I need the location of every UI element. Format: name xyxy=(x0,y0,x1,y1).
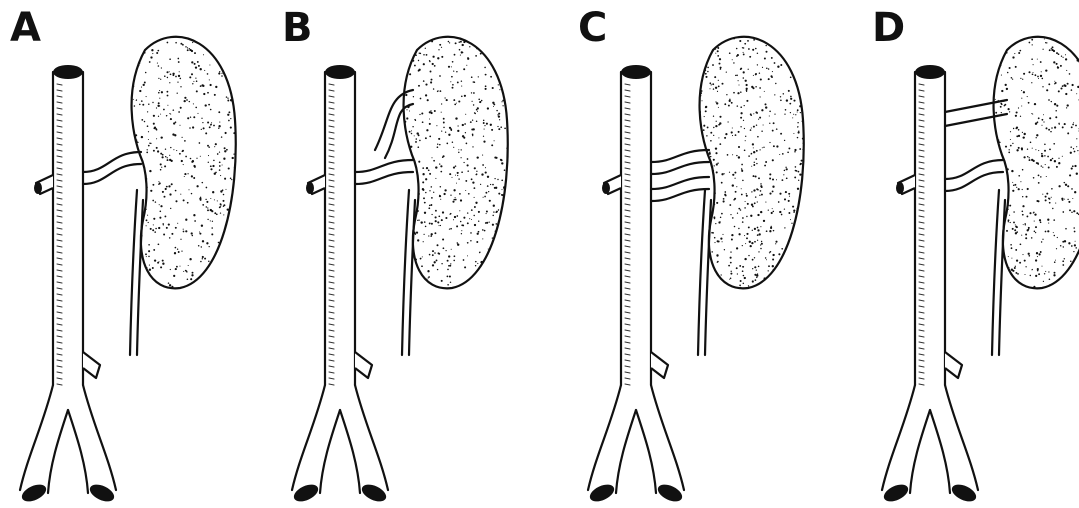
renal-artery xyxy=(83,152,141,172)
iliac-arteries xyxy=(19,385,116,505)
left-iliac-lumen xyxy=(19,481,48,505)
inferior-mesenteric-stub xyxy=(355,352,372,378)
panel-a: A xyxy=(0,0,292,508)
left-iliac-lumen xyxy=(291,481,320,505)
right-iliac-lumen xyxy=(87,481,116,505)
inferior-mesenteric-stub xyxy=(83,352,100,378)
ureter xyxy=(698,190,705,355)
kidney xyxy=(692,25,809,296)
iliac-arteries xyxy=(587,385,684,505)
ureter-inner xyxy=(137,200,143,355)
iliac-arteries xyxy=(881,385,978,505)
ureter xyxy=(130,190,137,355)
illustration-b xyxy=(272,0,564,508)
aorta xyxy=(915,65,945,385)
panel-d: D xyxy=(862,0,1079,508)
panel-c: C xyxy=(568,0,860,508)
ureter xyxy=(402,190,409,355)
renal-artery-upper xyxy=(651,150,709,162)
aorta-lumen xyxy=(621,65,651,79)
renal-artery xyxy=(945,160,1003,179)
aorta xyxy=(53,65,83,385)
panel-b: B xyxy=(272,0,564,508)
ureter-inner xyxy=(999,200,1005,355)
kidney-outline xyxy=(700,37,804,289)
renal-artery-lower xyxy=(651,177,709,189)
right-iliac-lumen xyxy=(949,481,978,505)
kidney xyxy=(124,24,240,295)
right-iliac-lumen xyxy=(655,481,684,505)
aorta xyxy=(621,65,651,385)
illustration-d xyxy=(862,0,1079,508)
aorta-lumen xyxy=(915,65,945,79)
right-iliac-lumen xyxy=(359,481,388,505)
inferior-mesenteric-stub xyxy=(945,352,962,378)
ureter-inner xyxy=(409,200,415,355)
renal-arteries xyxy=(83,152,141,184)
left-iliac-lumen xyxy=(881,481,910,505)
aorta-lumen xyxy=(325,65,355,79)
inferior-mesenteric-stub xyxy=(651,352,668,378)
aorta xyxy=(325,65,355,385)
aorta-lumen xyxy=(53,65,83,79)
illustration-c xyxy=(568,0,860,508)
ureter-inner xyxy=(705,200,711,355)
renal-artery xyxy=(355,160,413,172)
left-iliac-lumen xyxy=(587,481,616,505)
renal-arteries xyxy=(651,150,709,201)
ureter xyxy=(992,190,999,355)
iliac-arteries xyxy=(291,385,388,505)
illustration-a xyxy=(0,0,292,508)
